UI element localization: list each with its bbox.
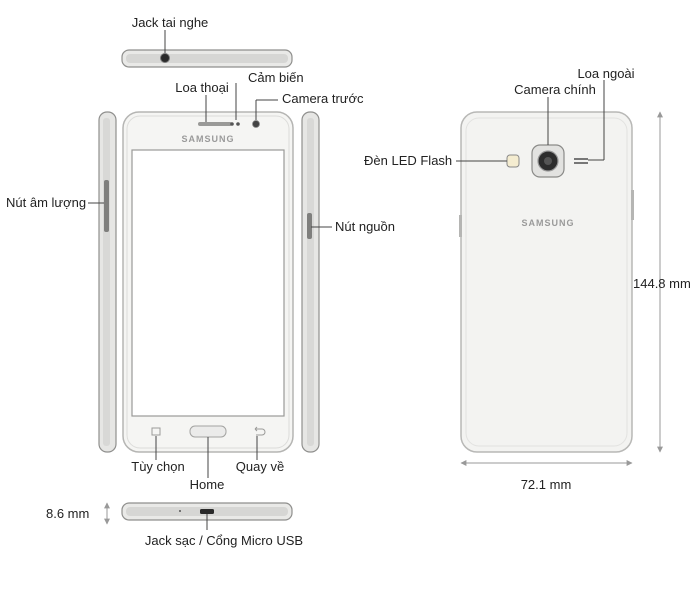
left-side-view [98, 111, 117, 453]
back-key-icon [254, 426, 266, 436]
sensor-label: Cảm biến [248, 70, 304, 85]
thickness-dimension-label: 8.6 mm [46, 506, 89, 521]
power-button-icon [307, 213, 312, 239]
volume-button-icon [104, 180, 109, 232]
earpiece-label: Loa thoại [175, 80, 229, 95]
top-edge-view [121, 49, 293, 68]
height-dimension-label: 144.8 mm [633, 276, 691, 291]
micro-usb-port-icon [200, 509, 214, 514]
earpiece-icon [198, 122, 232, 126]
volume-button-label: Nút âm lượng [6, 195, 86, 210]
loudspeaker-icon [574, 158, 588, 160]
screen [131, 149, 285, 417]
back-view: SAMSUNG [459, 111, 634, 453]
options-key-icon [151, 427, 161, 436]
main-camera-label: Camera chính [514, 82, 596, 97]
sensor-icon [230, 122, 234, 126]
home-key-label: Home [190, 477, 225, 492]
width-dimension-label: 72.1 mm [521, 477, 572, 492]
power-button-label: Nút nguồn [335, 219, 395, 234]
headphone-jack-icon [160, 53, 170, 63]
front-brand-logo: SAMSUNG [181, 134, 234, 144]
front-camera-icon [252, 120, 260, 128]
headphone-jack-label: Jack tai nghe [132, 15, 209, 30]
front-camera-label: Camera trước [282, 91, 364, 106]
options-key-label: Tùy chọn [131, 459, 184, 474]
led-flash-icon [506, 154, 520, 168]
right-side-view [301, 111, 320, 453]
front-view: SAMSUNG [122, 111, 294, 453]
charging-port-label: Jack sạc / Cổng Micro USB [145, 533, 303, 548]
home-key-icon [189, 425, 227, 438]
loudspeaker-label: Loa ngoài [577, 66, 634, 81]
back-brand-logo: SAMSUNG [521, 218, 574, 228]
led-flash-label: Đèn LED Flash [364, 153, 452, 168]
back-key-label: Quay về [236, 459, 284, 474]
